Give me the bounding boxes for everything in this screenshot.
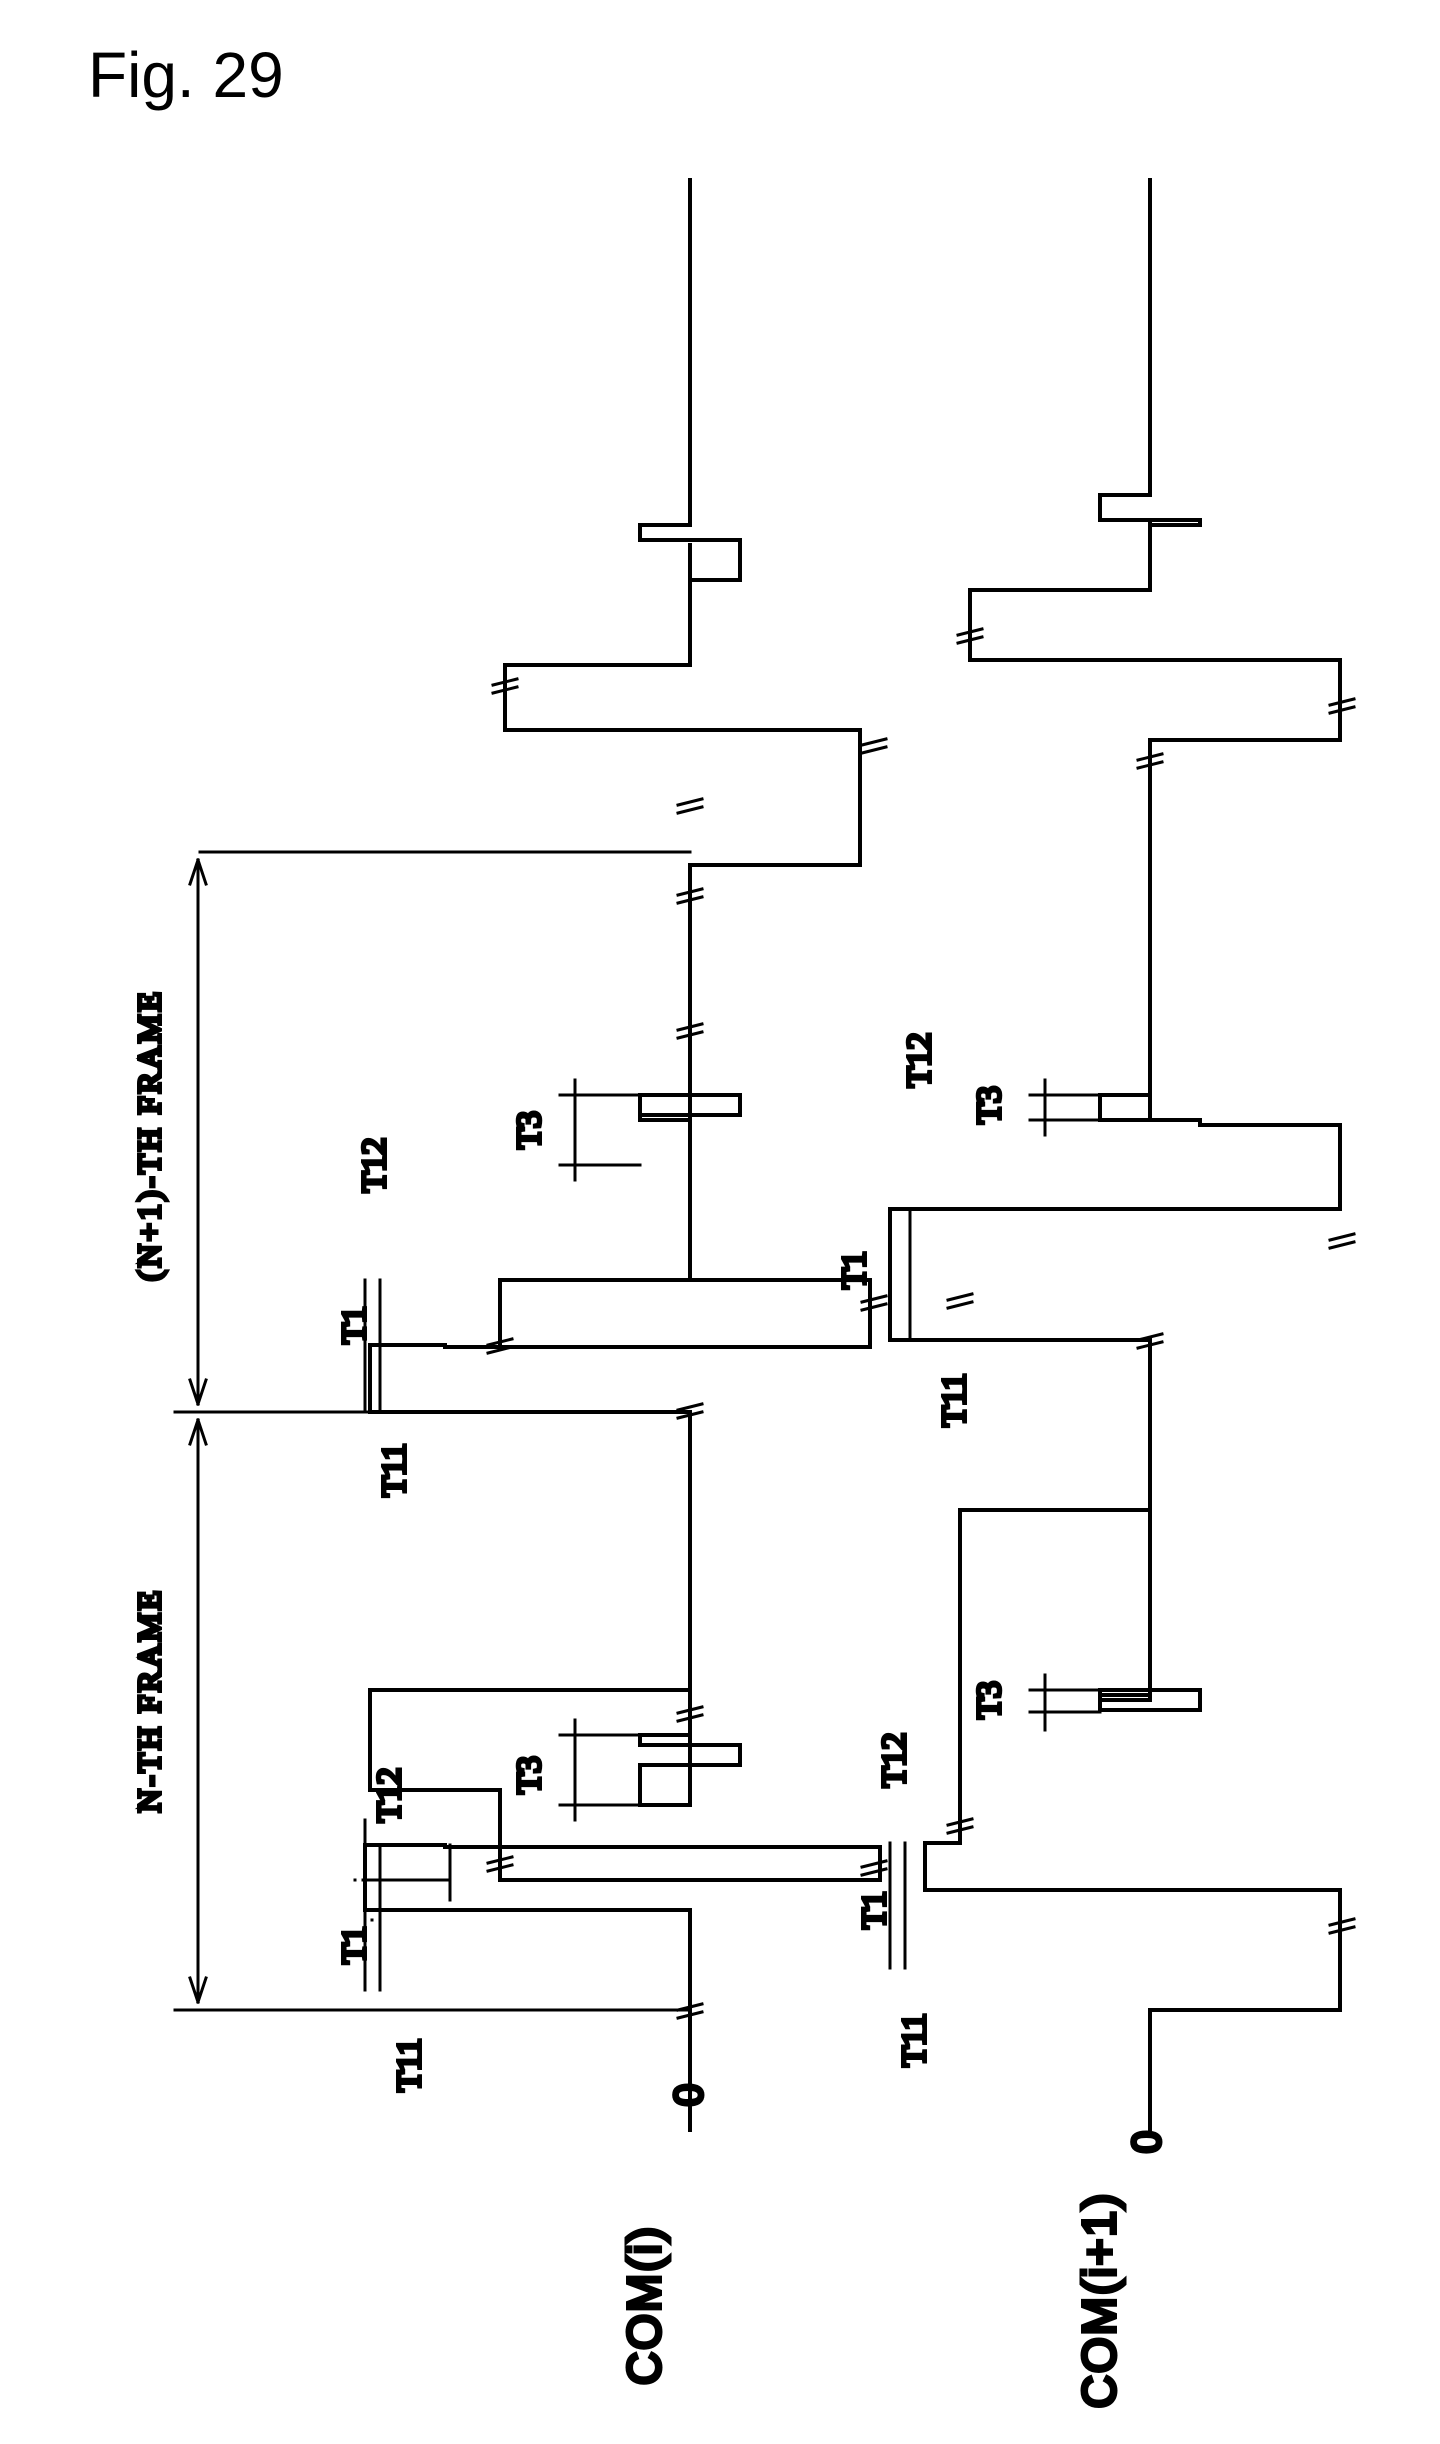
t11-label-n-plus-1: T11 xyxy=(376,1443,413,1497)
t12-label-i1-n: T12 xyxy=(876,1733,913,1788)
com-i-plus-1-label: COM(i+1) xyxy=(1073,2192,1125,2409)
t3-label-n-plus-1: T3 xyxy=(511,1111,548,1149)
t11-label-i1-n-plus-1: T11 xyxy=(936,1373,973,1427)
t12-label-n: T12 xyxy=(371,1768,408,1823)
t11-label-i1-n: T11 xyxy=(896,2013,933,2067)
com-i-plus-1-zero-label: 0 xyxy=(1125,2131,1169,2153)
t1-label-i1-n: T1 xyxy=(856,1891,893,1929)
timing-annotations-com-i-plus-1 xyxy=(890,1080,1100,1968)
n-plus-1-frame-label: (N+1)-TH FRAME xyxy=(131,989,167,1281)
t3-label-i1-n: T3 xyxy=(971,1681,1008,1719)
t3-label-n: T3 xyxy=(511,1756,548,1794)
com-i-zero-label: 0 xyxy=(667,2084,711,2106)
timing-annotations-com-i xyxy=(355,1080,640,1990)
t1-label-n-plus-1: T1 xyxy=(336,1306,373,1344)
n-th-frame-label: N-TH FRAME xyxy=(131,1588,167,1813)
t12-label-i1-n-plus-1: T12 xyxy=(901,1033,938,1088)
frame-boundaries xyxy=(175,852,690,2010)
t3-label-i1-n-plus-1: T3 xyxy=(971,1086,1008,1124)
t12-label-n-plus-1: T12 xyxy=(356,1138,393,1193)
t1-label-i1-n-plus-1: T1 xyxy=(836,1251,873,1289)
com-i-label: COM(i) xyxy=(618,2225,670,2385)
t11-label-n: T11 xyxy=(391,2038,428,2092)
com-i-plus-1-waveform xyxy=(890,180,1340,2130)
com-i-waveform xyxy=(365,180,880,2130)
t1-label-n: T1 xyxy=(336,1926,373,1964)
